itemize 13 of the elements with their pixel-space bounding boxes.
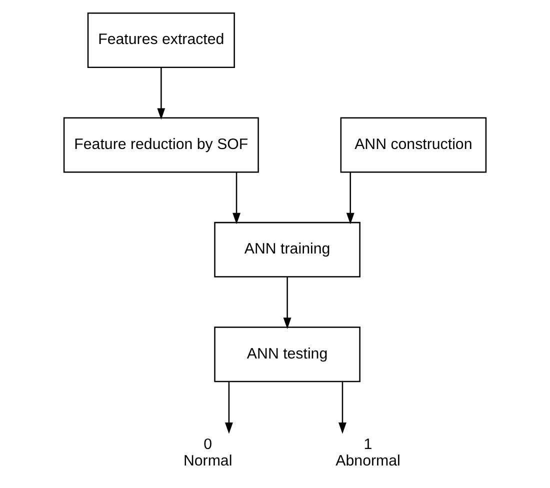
node-box: Features extracted: [87, 12, 235, 68]
arrow: [224, 382, 233, 434]
node-box: ANN testing: [214, 326, 360, 382]
arrow: [232, 172, 240, 224]
node-box: Feature reduction by SOF: [63, 117, 259, 173]
node-text: 0 Normal: [183, 436, 232, 470]
node-box: ANN training: [214, 222, 360, 278]
node-text: 1 Abnormal: [336, 436, 400, 470]
arrow: [346, 172, 354, 224]
arrow: [338, 382, 346, 434]
arrow: [157, 68, 166, 120]
node-box: ANN construction: [340, 117, 487, 173]
arrow: [283, 277, 292, 329]
